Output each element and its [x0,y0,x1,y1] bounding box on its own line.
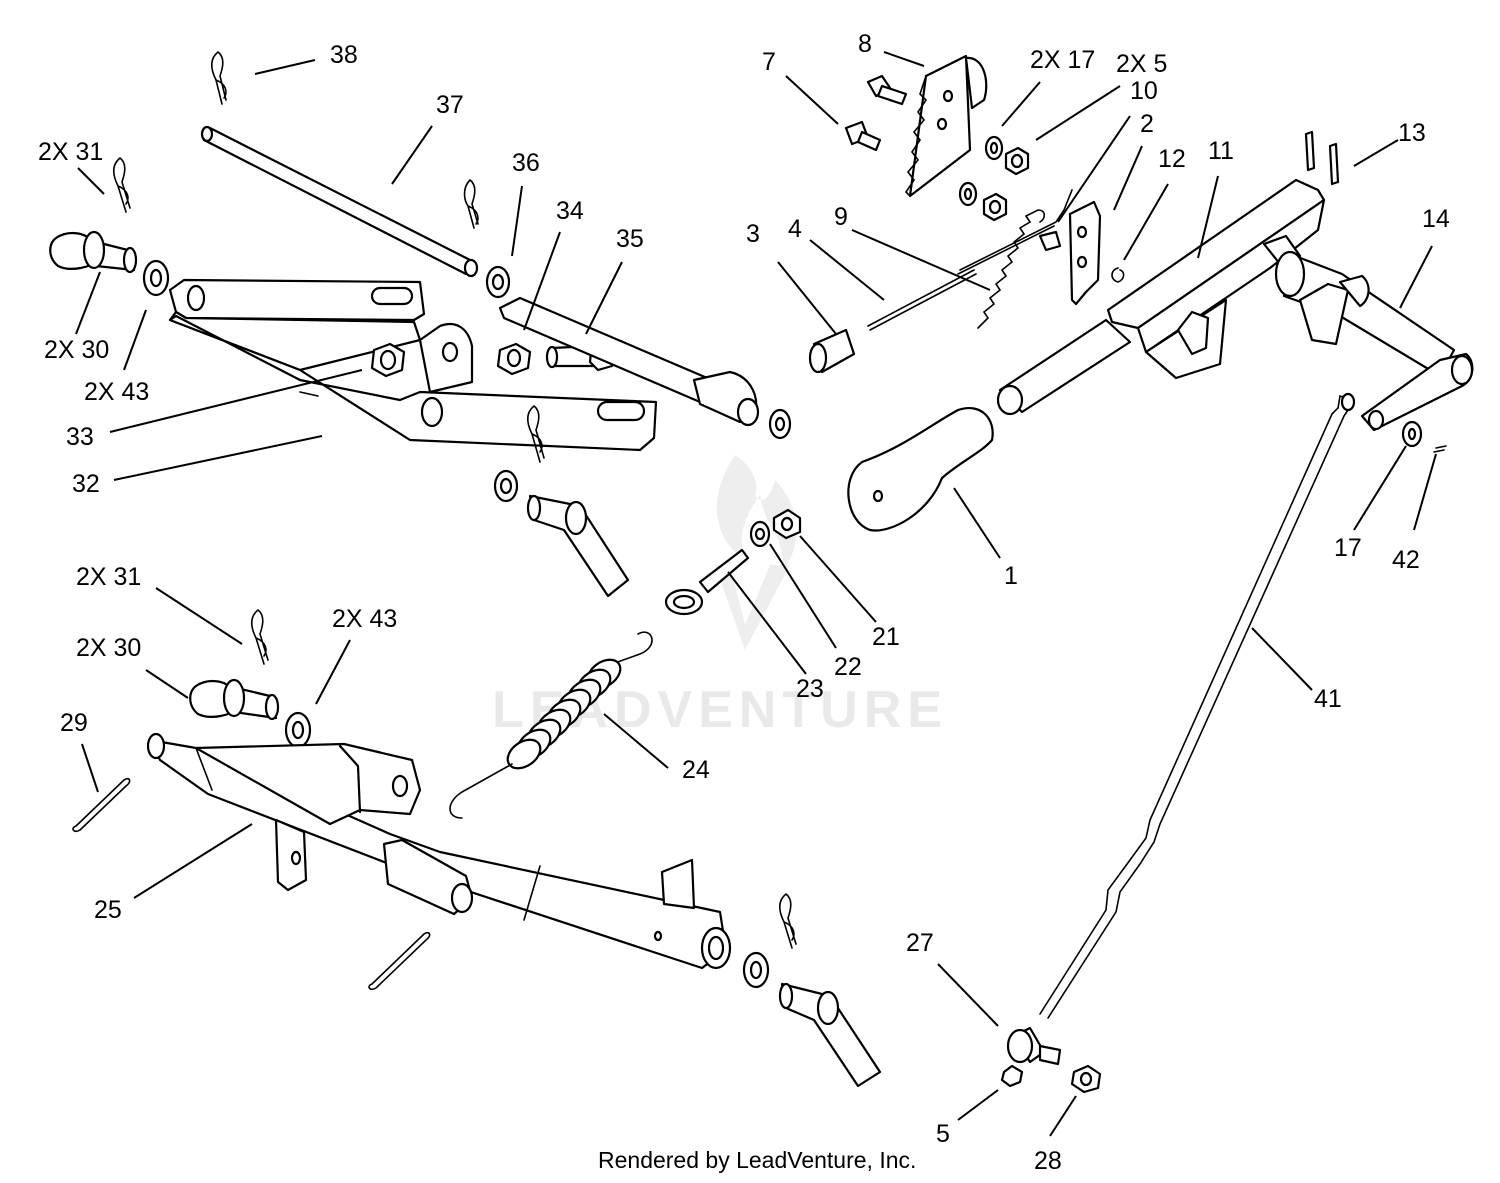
washer-36 [485,265,511,299]
cotter-pin-42 [1433,445,1447,453]
hairpin-clip-38 [210,51,227,105]
callout-2x43-upper: 2X 43 [84,378,149,406]
callout-5: 5 [936,1120,950,1148]
e-clip-12 [1111,267,1125,283]
callout-3: 3 [746,220,760,248]
callout-24: 24 [682,756,710,784]
callout-2x43-lower: 2X 43 [332,605,397,633]
callout-2x31-upper: 2X 31 [38,138,103,166]
callout-32: 32 [72,470,100,498]
nut-28 [1070,1064,1102,1094]
hairpin-clip-31-lower [250,609,269,665]
callout-27: 27 [906,929,934,957]
nut-5-upper [1004,146,1030,176]
clevis-pin-middle [526,494,630,598]
pin-4 [867,269,977,331]
clevis-pin-30-lower [189,678,280,721]
trunnion-27 [1006,1026,1062,1066]
link-arm [498,296,760,427]
hairpin-clip-31-upper [112,157,131,213]
washer-43-lower [284,711,312,749]
callout-28: 28 [1034,1147,1062,1175]
callout-42: 42 [1392,546,1420,574]
callout-1: 1 [1004,562,1018,590]
handle-grip-1 [847,407,994,532]
callout-21: 21 [872,623,900,651]
washer-arm [768,408,792,440]
callout-22: 22 [834,653,862,681]
callout-2: 2 [1140,110,1154,138]
washer-lower-right [742,951,770,989]
nut-34 [496,342,532,376]
hairpin-clip-rod-37 [463,179,479,229]
callout-36: 36 [512,149,540,177]
callout-29: 29 [60,709,88,737]
bushing-10 [1038,230,1062,252]
washer-17-upper [984,135,1004,161]
callout-9: 9 [834,203,848,231]
nut-33 [370,342,406,378]
bent-rod-10 [957,189,1073,275]
callout-4: 4 [788,215,802,243]
clevis-pin-30-upper [49,230,138,274]
callout-12: 12 [1158,145,1186,173]
callout-23: 23 [796,675,824,703]
callout-labels: 38 37 36 34 35 2X 31 2X 30 2X 43 33 32 7… [38,30,1450,1175]
roll-pin-13b [1328,142,1340,186]
callout-38: 38 [330,41,358,69]
washer-43-upper [142,259,170,297]
callout-33: 33 [66,423,94,451]
nut-5 [1000,1064,1024,1088]
callout-41: 41 [1314,685,1342,713]
bolt-7-lower [844,120,882,152]
eyebolt-23 [664,548,750,616]
callout-25: 25 [94,896,122,924]
lift-arm-25 [146,732,732,970]
cotter-pin-29 [72,777,131,833]
leader-lines [75,51,1437,1137]
shaft-14 [1274,250,1474,432]
rod-41 [1039,392,1356,1019]
rendered-by-credit: Rendered by LeadVenture, Inc. [598,1147,916,1173]
washer-17-lower-right [1401,420,1423,448]
spring-24 [449,631,653,819]
bolt-7-upper [866,74,908,106]
roll-pin-13a [1304,130,1316,172]
plate-2 [1068,200,1102,306]
callout-2x5: 2X 5 [1116,50,1167,78]
callout-17: 17 [1334,534,1362,562]
callout-10: 10 [1130,77,1158,105]
callout-14: 14 [1422,205,1450,233]
watermark-flame-icon [716,455,797,575]
nut-21 [772,508,802,540]
hairpin-clip-lower-right [778,893,797,949]
lift-lever-11 [996,178,1326,416]
bracket-32 [168,278,658,452]
callout-8: 8 [858,30,872,58]
callout-2x30-lower: 2X 30 [76,634,141,662]
cap-3 [808,328,856,374]
nut-5-lower [982,192,1008,222]
hairpin-clip-middle [526,405,545,463]
washer-17-lower [958,181,978,207]
callout-34: 34 [556,197,584,225]
spring-9 [977,209,1046,329]
callout-7: 7 [762,48,776,76]
callout-35: 35 [616,225,644,253]
rod-37 [200,125,479,278]
callout-2x31-lower: 2X 31 [76,563,141,591]
watermark-v-icon [715,565,790,650]
washer-22 [749,520,771,548]
clevis-pin-lower-right [778,982,882,1088]
sector-plate-8 [904,54,988,198]
washer-middle [493,469,519,503]
callout-13: 13 [1398,119,1426,147]
callout-2x30-upper: 2X 30 [44,336,109,364]
cotter-pin-lower [368,931,431,991]
callout-37: 37 [436,91,464,119]
callout-2x17: 2X 17 [1030,46,1095,74]
callout-11: 11 [1208,137,1234,165]
